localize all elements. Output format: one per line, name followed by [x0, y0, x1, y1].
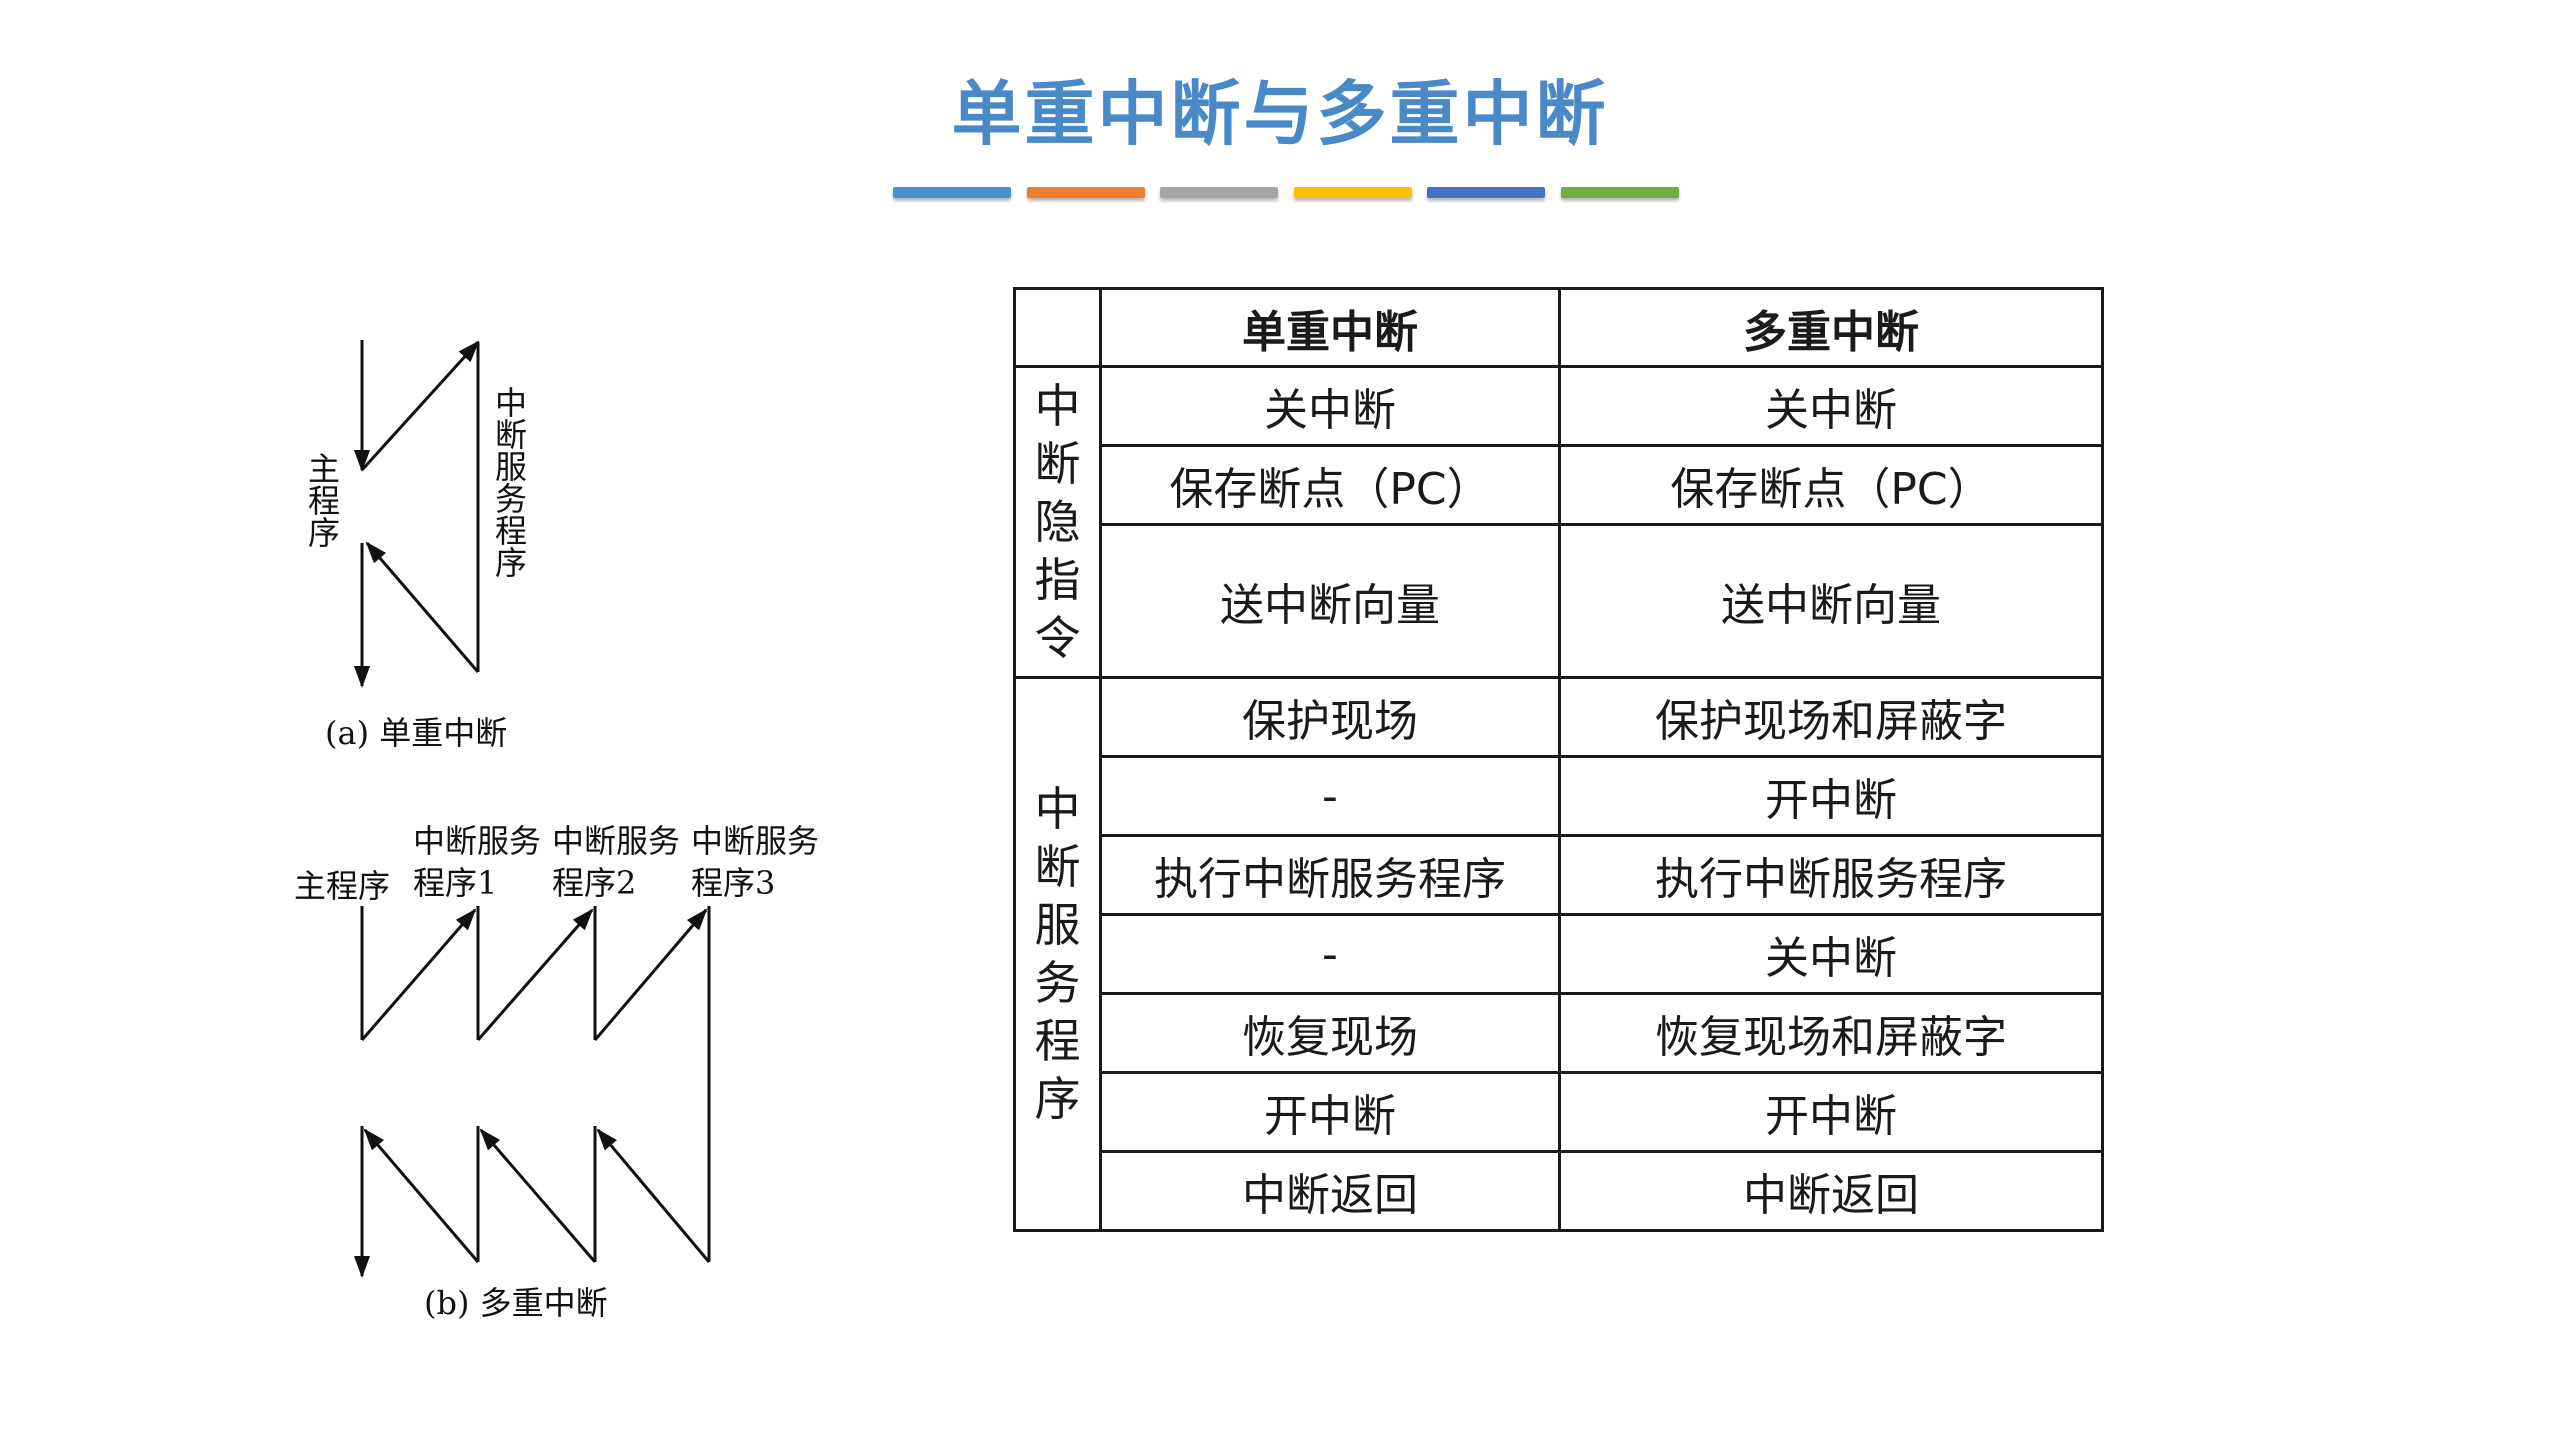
diagram-a-isr-label: 中断服务程序	[490, 386, 528, 578]
group-implicit-instruction-label: 中断隐指令	[1034, 379, 1081, 665]
b-to-isr1	[360, 908, 477, 1041]
diagram-b-main-program-label: 主程序	[294, 867, 391, 905]
table-row: 保存断点（PC） 保存断点（PC）	[1015, 444, 2104, 526]
header-multi-interrupt: 多重中断	[1558, 287, 2104, 368]
table-row: - 关中断	[1015, 913, 2104, 995]
cell-multi: 恢复现场和屏蔽字	[1558, 992, 2104, 1074]
b-return-to-main	[363, 1128, 480, 1263]
cell-multi: 执行中断服务程序	[1558, 834, 2104, 916]
cell-multi: 开中断	[1558, 1071, 2104, 1153]
underline-segment-blue	[893, 187, 1011, 198]
cell-multi: 中断返回	[1558, 1150, 2104, 1232]
cell-single: 保护现场	[1099, 676, 1561, 758]
cell-single: 中断返回	[1099, 1150, 1561, 1232]
interrupt-comparison-table: 单重中断 多重中断 中断隐指令 关中断 关中断 保存断点（PC） 保存断点（PC…	[1013, 287, 2104, 1232]
b-to-isr3	[593, 908, 708, 1041]
underline-segment-green	[1561, 187, 1679, 198]
cell-single: -	[1099, 755, 1561, 837]
a-to-isr	[360, 340, 480, 472]
table-row: 中断服务程序 保护现场 保护现场和屏蔽字	[1013, 676, 2104, 1232]
title-underline-bar	[893, 187, 1681, 203]
underline-segment-yellow	[1294, 187, 1412, 198]
cell-single: -	[1099, 913, 1561, 995]
table-row: 开中断 开中断	[1015, 1071, 2104, 1153]
table-header-row: 单重中断 多重中断	[1013, 287, 2104, 368]
cell-single: 保存断点（PC）	[1099, 444, 1561, 526]
slide-title: 单重中断与多重中断	[951, 73, 1609, 155]
cell-multi: 关中断	[1558, 365, 2104, 447]
table-row: 恢复现场 恢复现场和屏蔽字	[1015, 992, 2104, 1074]
diagram-a-caption: (a) 单重中断	[325, 714, 508, 752]
underline-segment-gray	[1160, 187, 1278, 198]
diagram-b-isr3-label: 中断服务程序3	[691, 822, 820, 902]
a-return	[365, 541, 480, 673]
diagram-b-caption: (b) 多重中断	[424, 1284, 608, 1322]
group-isr-label: 中断服务程序	[1034, 782, 1081, 1126]
diagram-b-arrows	[354, 906, 711, 1278]
header-corner-cell	[1013, 287, 1102, 368]
cell-single: 送中断向量	[1099, 523, 1561, 679]
underline-segment-orange	[1027, 187, 1145, 198]
cell-multi: 保存断点（PC）	[1558, 444, 2104, 526]
cell-single: 执行中断服务程序	[1099, 834, 1561, 916]
group-interrupt-service-routine: 中断服务程序	[1013, 676, 1102, 1232]
diagram-a-main-program-label: 主程序	[303, 452, 341, 548]
table-row: 中断隐指令 关中断 关中断	[1013, 365, 2104, 679]
cell-multi: 开中断	[1558, 755, 2104, 837]
underline-segment-darkblue	[1427, 187, 1545, 198]
diagram-b-isr2-label: 中断服务程序2	[552, 822, 681, 902]
header-single-interrupt: 单重中断	[1099, 287, 1561, 368]
cell-single: 开中断	[1099, 1071, 1561, 1153]
b-return-to-isr1	[479, 1128, 597, 1263]
cell-multi: 关中断	[1558, 913, 2104, 995]
table-row: 送中断向量 送中断向量	[1015, 523, 2104, 679]
table-row: 中断返回 中断返回	[1015, 1150, 2104, 1232]
diagram-b-isr1-label: 中断服务程序1	[413, 822, 542, 902]
table-row: - 开中断	[1015, 755, 2104, 837]
table-row: 执行中断服务程序 执行中断服务程序	[1015, 834, 2104, 916]
b-to-isr2	[476, 908, 594, 1041]
cell-single: 恢复现场	[1099, 992, 1561, 1074]
group-implicit-instruction: 中断隐指令	[1013, 365, 1102, 679]
cell-multi: 送中断向量	[1558, 523, 2104, 679]
diagram-a-arrows	[354, 340, 480, 688]
cell-single: 关中断	[1099, 365, 1561, 447]
b-return-to-isr2	[596, 1128, 711, 1263]
cell-multi: 保护现场和屏蔽字	[1558, 676, 2104, 758]
